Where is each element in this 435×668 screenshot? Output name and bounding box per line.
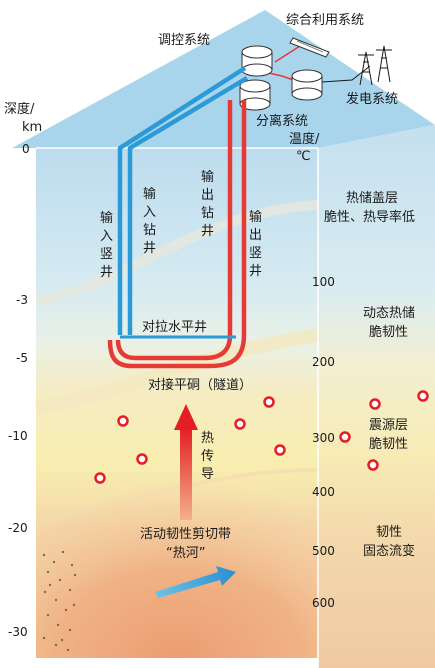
output-well — [107, 100, 247, 369]
layer-boundary-upper — [35, 200, 319, 305]
cap-layer-label: 热储盖层 — [346, 191, 398, 206]
depth-axis: 深度/ km 0 -3 -5 -10 -20 -30 — [4, 101, 42, 639]
svg-text:井: 井 — [143, 241, 156, 256]
ductile-layer-desc: 固态流变 — [363, 543, 415, 559]
svg-text:井: 井 — [100, 265, 113, 280]
power-system-label: 发电系统 — [346, 91, 398, 107]
tunnel-label: 对接平硐（隧道） — [148, 377, 252, 393]
svg-text:输: 输 — [143, 186, 156, 202]
control-tank — [241, 45, 273, 77]
svg-text:井: 井 — [249, 264, 262, 279]
svg-text:入: 入 — [100, 229, 113, 244]
heat-conduction-label: 热 传 导 — [201, 431, 214, 482]
svg-text:传: 传 — [201, 449, 214, 464]
utilization-system-label: 综合利用系统 — [286, 13, 364, 28]
depth-tick-0: 0 — [22, 142, 30, 156]
horizontal-well-label: 对拉水平井 — [142, 320, 207, 335]
svg-text:出: 出 — [249, 228, 262, 243]
depth-axis-unit: km — [22, 120, 42, 135]
ductile-layer-label: 韧性 — [376, 525, 402, 540]
block-edges — [36, 147, 319, 668]
output-drill-label: 输 出 钻 井 — [201, 169, 214, 239]
input-drill-label: 输 入 钻 井 — [143, 186, 156, 256]
svg-text:竖: 竖 — [249, 246, 262, 261]
block-top-face — [12, 10, 435, 148]
input-well — [117, 66, 249, 335]
dynamic-reservoir-label: 动态热储 — [363, 306, 415, 321]
temperature-axis-unit: ℃ — [296, 149, 311, 164]
svg-text:入: 入 — [143, 205, 156, 220]
svg-text:输: 输 — [100, 210, 113, 226]
depth-axis-title: 深度/ — [4, 101, 35, 117]
surface-pipe-link — [274, 45, 301, 63]
temperature-axis: 温度/ ℃ 100 200 300 400 500 600 — [289, 131, 335, 610]
depth-tick-3: -3 — [16, 293, 28, 307]
depth-tick-10: -10 — [8, 429, 28, 443]
depth-tick-20: -20 — [8, 521, 28, 535]
svg-text:出: 出 — [201, 188, 214, 203]
svg-text:竖: 竖 — [100, 247, 113, 262]
svg-text:钻: 钻 — [201, 206, 214, 221]
utilization-panel — [289, 37, 330, 58]
layer-boundary-cream — [34, 328, 319, 415]
seismic-layer-label: 震源层 — [369, 418, 408, 433]
block-side-face — [318, 125, 435, 668]
temp-tick-200: 200 — [312, 355, 335, 369]
depth-tick-5: -5 — [16, 351, 28, 365]
shear-zone-label: 活动韧性剪切带 — [140, 526, 231, 542]
surface-pipe-power — [321, 65, 371, 83]
output-shaft-label: 输 出 竖 井 — [249, 209, 262, 279]
hot-river-arrow — [155, 566, 236, 598]
hot-river-label: “热河” — [166, 546, 205, 561]
power-tower-icon — [358, 45, 392, 86]
svg-text:输: 输 — [201, 169, 214, 185]
temp-tick-100: 100 — [312, 275, 335, 289]
layer-boundary-ductile — [35, 468, 319, 522]
cap-layer-desc: 脆性、热导率低 — [324, 209, 415, 225]
svg-text:井: 井 — [201, 224, 214, 239]
seismic-sources — [94, 390, 429, 484]
surface-equipment — [239, 37, 392, 111]
separation-system-label: 分离系统 — [256, 113, 308, 129]
temperature-axis-title: 温度/ — [289, 131, 320, 147]
svg-text:热: 热 — [201, 431, 214, 446]
granite-dots — [42, 550, 77, 652]
dynamic-reservoir-desc: 脆韧性 — [369, 324, 408, 340]
temp-tick-400: 400 — [312, 485, 335, 499]
svg-text:钻: 钻 — [143, 223, 156, 238]
temp-tick-500: 500 — [312, 544, 335, 558]
control-system-label: 调控系统 — [158, 33, 210, 48]
separation-tank — [239, 79, 271, 111]
svg-text:输: 输 — [249, 209, 262, 225]
hot-dome — [36, 459, 318, 658]
temp-tick-600: 600 — [312, 596, 335, 610]
depth-tick-30: -30 — [8, 625, 28, 639]
generator-tank — [291, 69, 323, 101]
svg-text:导: 导 — [201, 467, 214, 482]
heat-conduction-arrow — [174, 404, 198, 520]
temp-tick-300: 300 — [312, 431, 335, 445]
input-shaft-label: 输 入 竖 井 — [100, 210, 113, 280]
seismic-layer-desc: 脆韧性 — [369, 436, 408, 452]
